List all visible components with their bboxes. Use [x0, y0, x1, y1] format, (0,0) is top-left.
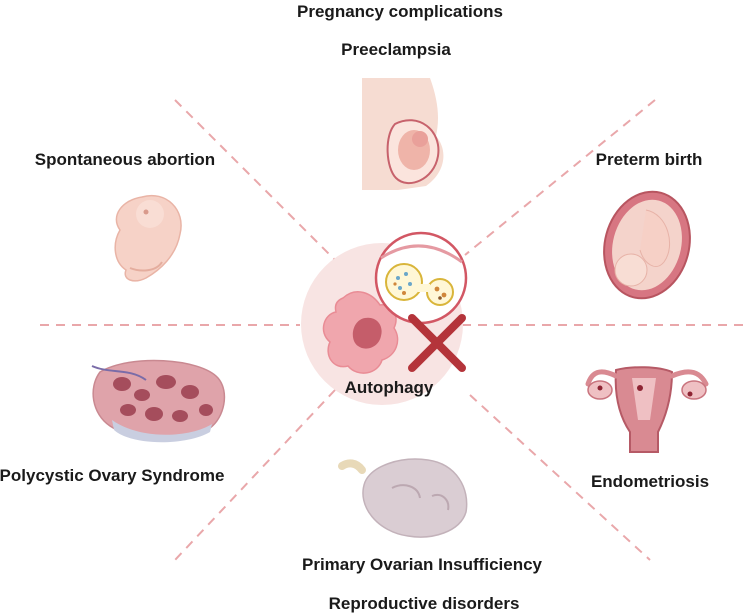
label-preterm-birth: Preterm birth [595, 150, 703, 169]
uterus-icon [585, 366, 709, 453]
label-pcos: Polycystic Ovary Syndrome [0, 466, 225, 485]
divider-upper-left [174, 99, 336, 261]
polycystic-ovary-icon [91, 359, 226, 443]
inhibition-cross-icon [408, 314, 466, 372]
title-reproductive-disorders: Reproductive disorders [328, 594, 520, 613]
label-endometriosis: Endometriosis [590, 472, 710, 491]
ovary-icon [338, 458, 468, 538]
membrane-icon [380, 244, 463, 264]
divider-upper-right [464, 99, 656, 256]
divider-lower-left [174, 389, 336, 561]
fetus-womb-icon [603, 190, 691, 300]
divider-lines [40, 99, 745, 561]
label-autophagy: Autophagy [344, 378, 434, 397]
title-pregnancy-complications: Pregnancy complications [297, 2, 503, 21]
embryo-icon [114, 194, 182, 282]
pregnant-belly-icon [362, 78, 444, 190]
divider-lower-right [469, 394, 651, 561]
label-primary-ovarian-insufficiency: Primary Ovarian Insufficiency [302, 555, 542, 574]
cell-nucleus-icon [352, 317, 382, 349]
label-spontaneous-abortion: Spontaneous abortion [34, 150, 216, 169]
autophagy-hub [301, 231, 468, 405]
autophagosome-icon [385, 263, 454, 306]
label-preeclampsia: Preeclampsia [341, 40, 451, 59]
